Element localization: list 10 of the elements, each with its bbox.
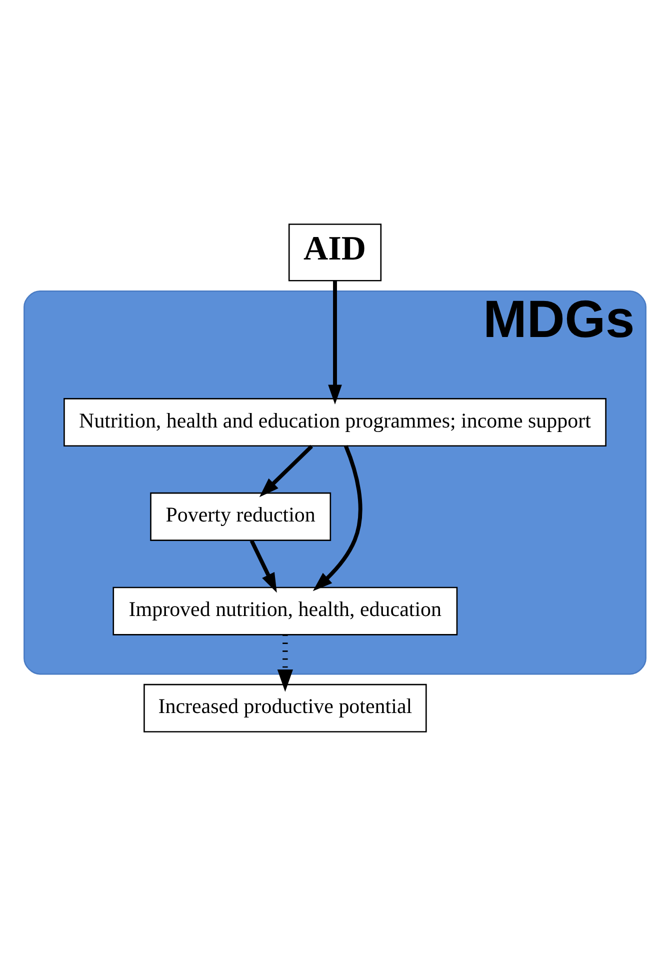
- arrow: [250, 540, 277, 593]
- arrow: [328, 281, 342, 405]
- node-box: Improved nutrition, health, education: [112, 586, 458, 636]
- arrow: [277, 634, 293, 692]
- node-box: Nutrition, health and education programmes; income support: [64, 398, 606, 447]
- node-box: AID: [288, 224, 382, 282]
- arrow: [312, 445, 362, 592]
- node-box: Poverty reduction: [150, 492, 332, 541]
- node-box: Increased productive potential: [144, 684, 427, 732]
- arrow: [259, 444, 314, 498]
